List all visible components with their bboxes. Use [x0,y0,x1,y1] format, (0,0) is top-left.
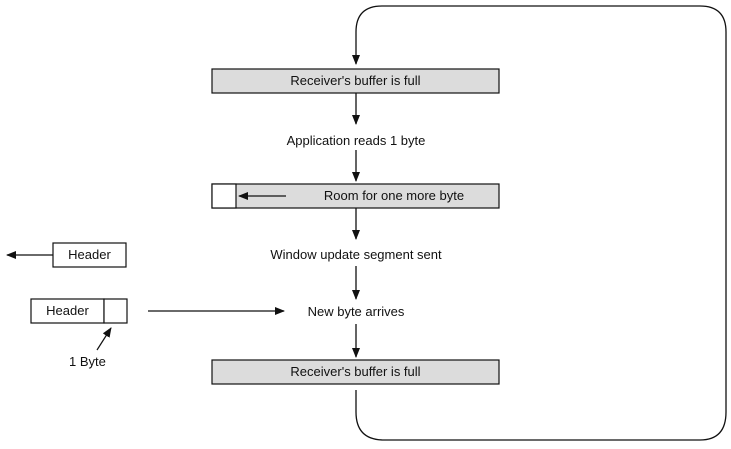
new-byte-label: New byte arrives [308,304,405,320]
header-in-label: Header [31,301,104,321]
buffer-full-top-label: Receiver's buffer is full [212,71,499,91]
header-out-label: Header [53,245,126,265]
buffer-full-bottom-label: Receiver's buffer is full [212,362,499,382]
byte-box [104,299,127,323]
one-byte-label: 1 Byte [69,354,106,370]
empty-slot [212,184,236,208]
app-reads-label: Application reads 1 byte [287,133,426,149]
byte-pointer-arrow [97,328,111,350]
room-label: Room for one more byte [290,186,498,206]
window-update-label: Window update segment sent [270,247,441,263]
